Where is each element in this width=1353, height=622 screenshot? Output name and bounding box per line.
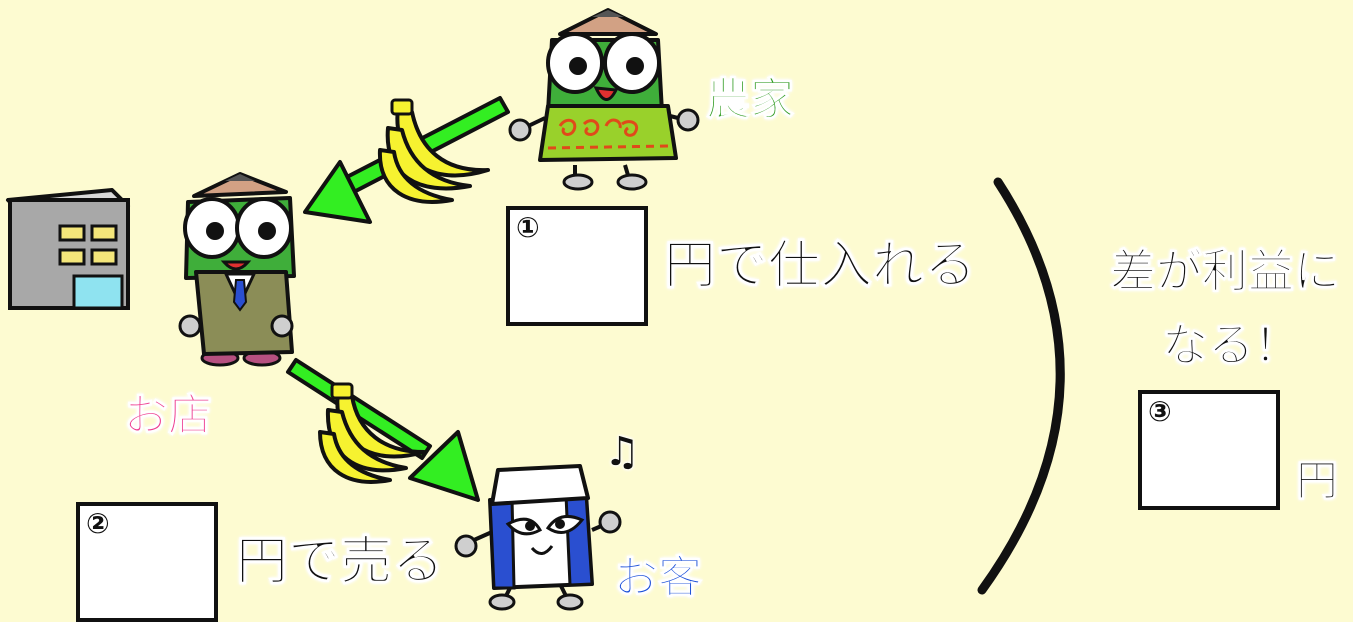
- customer-label: お客: [614, 552, 703, 603]
- buy-text: 円で仕入れる: [663, 236, 977, 296]
- banana-icon: [377, 98, 490, 204]
- step-number-3: ③: [1148, 395, 1172, 428]
- customer-character: [454, 464, 622, 611]
- answer-box-2: ②: [76, 502, 218, 622]
- building-icon: [6, 188, 130, 310]
- arrow-shop-to-customer: [286, 358, 480, 502]
- music-note-icon: ♫: [604, 429, 640, 475]
- banana-icon: [318, 382, 426, 484]
- profit-note-line1: 差が利益に: [1110, 244, 1341, 298]
- answer-box-1: ①: [506, 206, 648, 326]
- shop-character: [178, 172, 296, 367]
- farmer-label: 農家: [706, 74, 795, 125]
- step-number-1: ①: [516, 211, 540, 244]
- profit-unit: 円: [1295, 456, 1339, 505]
- profit-note-line2: なる！: [1162, 318, 1301, 372]
- shop-label: お店: [124, 390, 213, 441]
- farmer-character: [508, 8, 700, 191]
- sell-text: 円で売る: [235, 532, 445, 592]
- answer-box-3: ③: [1138, 390, 1280, 510]
- bracket-divider: [977, 177, 1065, 595]
- step-number-2: ②: [86, 507, 110, 540]
